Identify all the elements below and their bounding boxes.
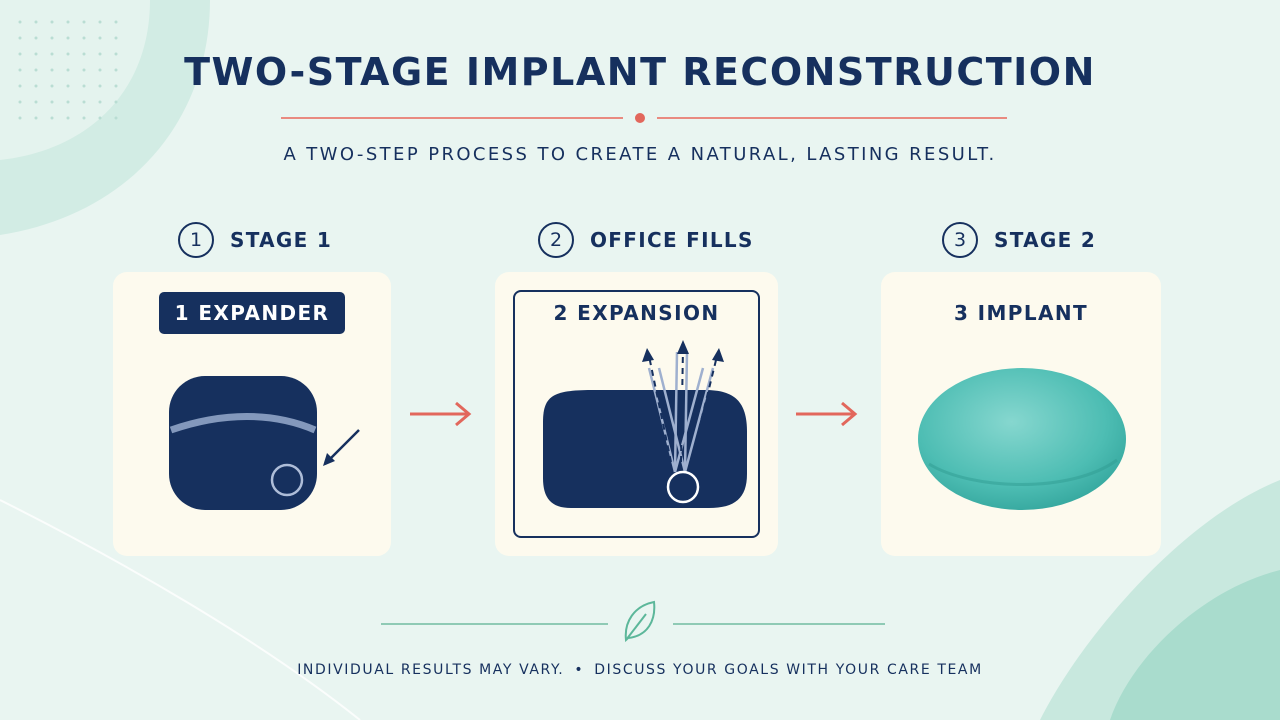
- title-divider-dot: [635, 113, 645, 123]
- step-header-3: 3 STAGE 2: [942, 222, 1096, 258]
- fill-port-icon: [666, 470, 700, 504]
- dot-grid: [18, 20, 118, 120]
- implant-icon: [918, 368, 1126, 510]
- page-subtitle: A TWO-STEP PROCESS TO CREATE A NATURAL, …: [283, 144, 997, 165]
- card-label-badge: [159, 292, 345, 334]
- stage-card-expansion: 2 EXPANSION: [495, 272, 778, 556]
- stage-card-implant: 3 IMPLANT: [881, 272, 1161, 556]
- title-divider-right: [657, 117, 1007, 119]
- footer-disclaimer-left: INDIVIDUAL RESULTS MAY VARY.: [297, 662, 565, 678]
- page-title: TWO-STAGE IMPLANT RECONSTRUCTION: [184, 50, 1096, 94]
- arrow-right-icon: [796, 401, 858, 427]
- fill-port-icon: [270, 463, 304, 497]
- step-label-3: STAGE 2: [994, 228, 1097, 252]
- footer-divider-left: [381, 623, 608, 625]
- title-divider-left: [281, 117, 623, 119]
- card-frame: [513, 290, 760, 538]
- footer-disclaimer: INDIVIDUAL RESULTS MAY VARY. • DISCUSS YOU…: [0, 662, 1280, 678]
- footer-separator: •: [574, 662, 585, 678]
- step-header-1: 1 STAGE 1: [178, 222, 332, 258]
- fill-needles: [647, 351, 715, 473]
- step-header-2: 2 OFFICE FILLS: [538, 222, 754, 258]
- corner-arc-top-left-inner: [0, 0, 150, 160]
- stage-card-expander: 1 EXPANDER: [113, 272, 391, 556]
- expansion-arrows: [648, 347, 718, 463]
- card-label-implant: 3 IMPLANT: [953, 301, 1089, 325]
- card-label-expander: 1 EXPANDER: [174, 301, 330, 325]
- card-label-expansion: 2 EXPANSION: [553, 301, 720, 325]
- step-number-2: 2: [538, 222, 574, 258]
- footer-disclaimer-right: DISCUSS YOUR GOALS WITH YOUR CARE TEAM: [594, 662, 983, 678]
- tissue-expander-icon: [169, 376, 360, 510]
- footer-divider-right: [673, 623, 885, 625]
- corner-wave-bottom-right-2: [1110, 570, 1280, 720]
- expansion-diagram: [543, 340, 747, 508]
- leaf-icon: [624, 600, 656, 643]
- step-label-2: OFFICE FILLS: [590, 228, 754, 252]
- step-label-1: STAGE 1: [230, 228, 333, 252]
- step-number-3: 3: [942, 222, 978, 258]
- arrow-right-icon: [410, 401, 472, 427]
- flow-curve-bottom-left: [0, 499, 361, 720]
- step-number-1: 1: [178, 222, 214, 258]
